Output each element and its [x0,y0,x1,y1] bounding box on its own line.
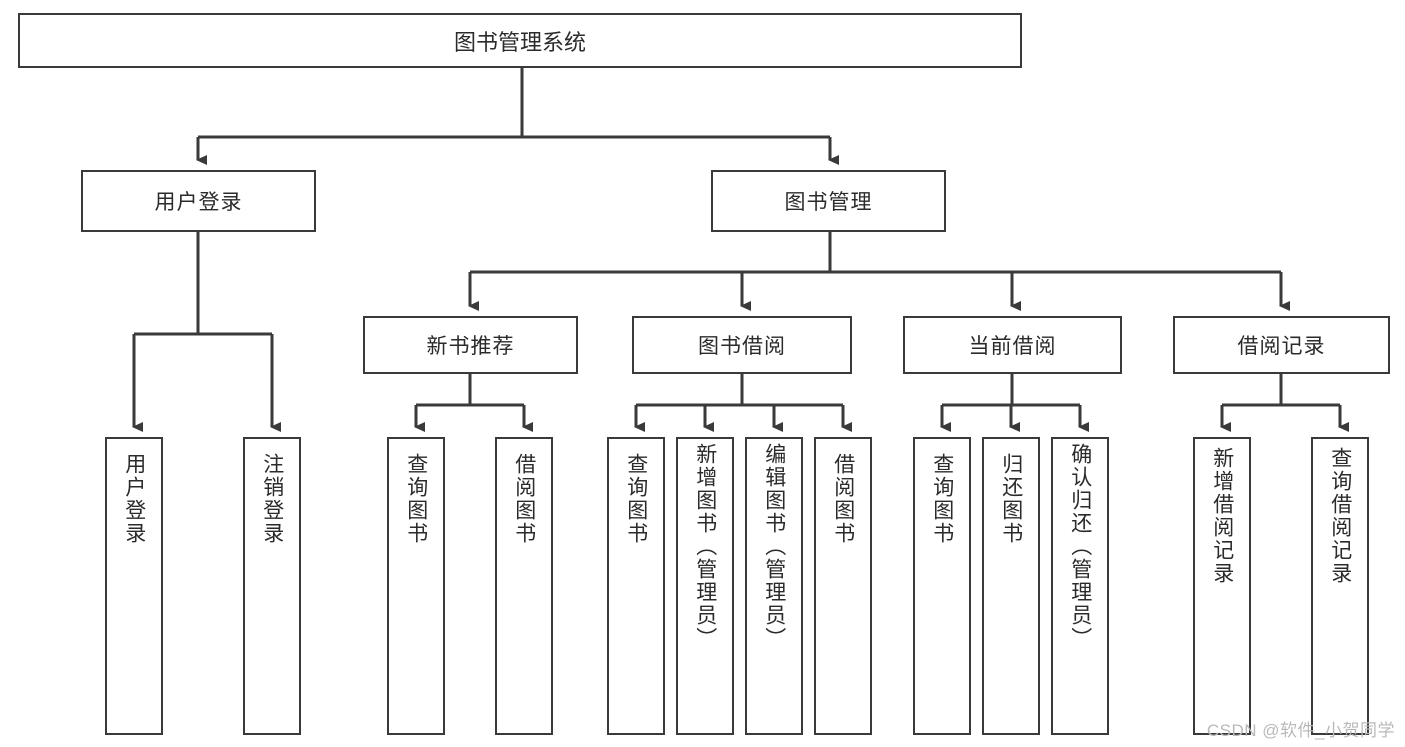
csdn-watermark: CSDN @软件_小贺同学 [1206,721,1395,740]
leaf-book-borrow-edit-book-admin[interactable]: 编辑图书（管理员） [745,437,803,735]
leaf-label: 新增借阅记录 [1210,447,1234,585]
node-new-book-recommend[interactable]: 新书推荐 [363,316,578,374]
leaf-book-borrow-borrow-book[interactable]: 借阅图书 [814,437,872,735]
leaf-book-borrow-add-book-admin[interactable]: 新增图书（管理员） [676,437,734,735]
node-label: 图书借阅 [698,335,786,358]
leaf-label: 借阅图书 [512,453,536,545]
leaf-user-login-logout[interactable]: 注销登录 [243,437,301,735]
node-book-management[interactable]: 图书管理 [711,170,946,232]
leaf-label: 归还图书 [999,453,1023,545]
leaf-new-book-query-book[interactable]: 查询图书 [387,437,445,735]
node-label: 借阅记录 [1237,335,1326,358]
leaf-label: 查询借阅记录 [1328,447,1352,585]
node-label: 当前借阅 [968,335,1057,358]
node-book-borrow[interactable]: 图书借阅 [632,316,852,374]
leaf-user-login-login[interactable]: 用户登录 [105,437,163,735]
node-label: 新书推荐 [426,335,515,358]
node-label: 图书管理 [784,191,873,214]
leaf-label: 确认归还（管理员） [1068,443,1092,650]
node-borrow-record[interactable]: 借阅记录 [1173,316,1390,374]
node-user-login[interactable]: 用户登录 [81,170,316,232]
leaf-borrow-record-query-record[interactable]: 查询借阅记录 [1311,437,1369,735]
leaf-book-borrow-query-book[interactable]: 查询图书 [607,437,665,735]
node-root-book-management-system[interactable]: 图书管理系统 [18,13,1022,68]
node-label: 用户登录 [154,191,243,214]
leaf-label: 查询图书 [624,453,648,545]
leaf-label: 用户登录 [122,453,146,545]
leaf-new-book-borrow-book[interactable]: 借阅图书 [495,437,553,735]
node-label: 图书管理系统 [453,29,586,55]
leaf-borrow-record-add-record[interactable]: 新增借阅记录 [1193,437,1251,735]
leaf-label: 编辑图书（管理员） [762,443,786,650]
leaf-label: 查询图书 [404,453,428,545]
leaf-label: 查询图书 [930,453,954,545]
leaf-current-borrow-return-book[interactable]: 归还图书 [982,437,1040,735]
leaf-label: 注销登录 [260,453,284,545]
leaf-current-borrow-query-book[interactable]: 查询图书 [913,437,971,735]
leaf-label: 新增图书（管理员） [693,443,717,650]
leaf-label: 借阅图书 [831,453,855,545]
node-current-borrow[interactable]: 当前借阅 [903,316,1122,374]
leaf-current-borrow-confirm-return-admin[interactable]: 确认归还（管理员） [1051,437,1109,735]
